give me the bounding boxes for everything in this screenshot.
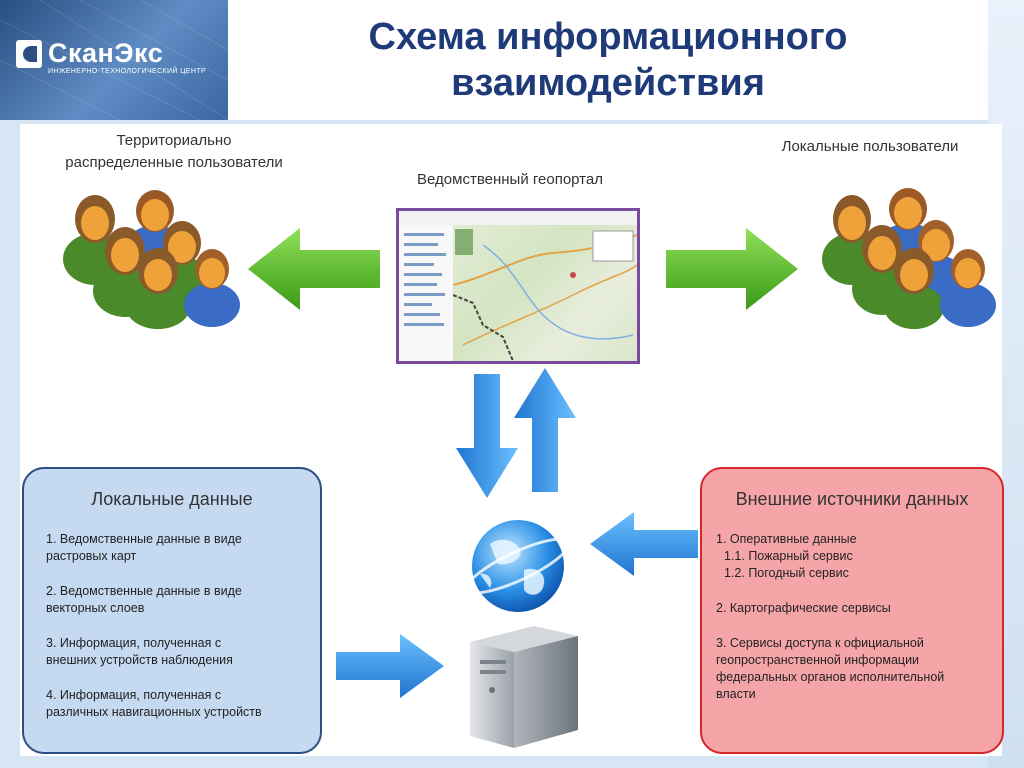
external-data-item-line: федеральных органов исполнительной <box>716 670 945 684</box>
external-data-item: 1. Оперативные данные <box>716 532 857 546</box>
local-data-item: 2. Ведомственные данные в виде векторных… <box>46 583 242 617</box>
screenshot-toolbar <box>399 211 637 226</box>
title-line-2: взаимодействия <box>451 62 765 104</box>
distributed-users-label: Территориально распределенные пользовате… <box>34 130 314 174</box>
geoportal-screenshot <box>396 208 640 364</box>
local-data-item: 1. Ведомственные данные в виде растровых… <box>46 531 242 565</box>
local-data-item: 4. Информация, полученная с различных на… <box>46 687 262 721</box>
title-line-1: Схема информационного <box>368 16 848 58</box>
distributed-users-label-line2: распределенные пользователи <box>65 154 283 171</box>
local-data-item-line: 3. Информация, полученная с <box>46 636 222 650</box>
logo-mark-icon <box>16 40 42 68</box>
external-data-subitem: 1.1. Пожарный сервис <box>724 549 853 563</box>
logo-background-pattern <box>0 0 228 120</box>
external-data-subitem: 1.2. Погодный сервис <box>724 566 849 580</box>
company-logo: СканЭкс ИНЖЕНЕРНО-ТЕХНОЛОГИЧЕСКИЙ ЦЕНТР <box>0 0 228 120</box>
globe-icon <box>465 520 571 612</box>
person-icon <box>940 249 996 327</box>
local-data-item-line: внешних устройств наблюдения <box>46 653 233 667</box>
arrow-to-local-users-icon <box>666 228 798 310</box>
users-group-icon <box>822 188 996 329</box>
external-data-item-line: власти <box>716 687 756 701</box>
external-data-item: 2. Картографические сервисы <box>716 601 891 615</box>
local-data-title: Локальные данные <box>91 489 253 509</box>
person-icon <box>884 248 944 329</box>
external-data-item-line: геопространственной информации <box>716 653 920 667</box>
local-data-item-line: растровых карт <box>46 549 137 563</box>
local-data-box: Локальные данные 1. Ведомственные данные… <box>22 467 322 754</box>
local-data-item-line: 4. Информация, полученная с <box>46 688 222 702</box>
screenshot-sidebar <box>399 225 454 361</box>
logo-subtitle: ИНЖЕНЕРНО-ТЕХНОЛОГИЧЕСКИЙ ЦЕНТР <box>48 68 207 75</box>
local-data-item-line: 2. Ведомственные данные в виде <box>46 584 242 598</box>
map-detail <box>452 229 637 361</box>
person-icon <box>126 248 190 329</box>
screenshot-map <box>452 225 637 361</box>
external-data-box: Внешние источники данных 1. Оперативные … <box>700 467 1004 754</box>
local-data-item: 3. Информация, полученная с внешних устр… <box>46 635 233 669</box>
arrow-down-icon <box>456 374 518 498</box>
person-icon <box>184 249 240 327</box>
arrow-from-external-icon <box>590 512 698 576</box>
local-users-label: Локальные пользователи <box>781 138 959 155</box>
users-group-icon <box>63 190 240 329</box>
arrow-up-icon <box>514 368 576 492</box>
local-data-item-line: различных навигационных устройств <box>46 705 262 719</box>
local-data-item-line: векторных слоев <box>46 601 145 615</box>
logo-name: СканЭкс <box>48 38 164 68</box>
arrow-from-local-data-icon <box>336 634 444 698</box>
server-icon <box>470 626 578 748</box>
external-data-title: Внешние источники данных <box>735 489 969 509</box>
screenshot-layer-list <box>404 233 446 326</box>
external-data-item: 3. Сервисы доступа к официальной <box>716 636 924 650</box>
distributed-users-label-line1: Территориально <box>116 132 232 149</box>
geoportal-label: Ведомственный геопортал <box>417 171 603 188</box>
slide-title: Схема информационного взаимодействия <box>228 0 988 120</box>
local-data-item-line: 1. Ведомственные данные в виде <box>46 532 242 546</box>
arrow-to-distributed-users-icon <box>248 228 380 310</box>
diagram-canvas: Территориально распределенные пользовате… <box>20 124 1004 756</box>
